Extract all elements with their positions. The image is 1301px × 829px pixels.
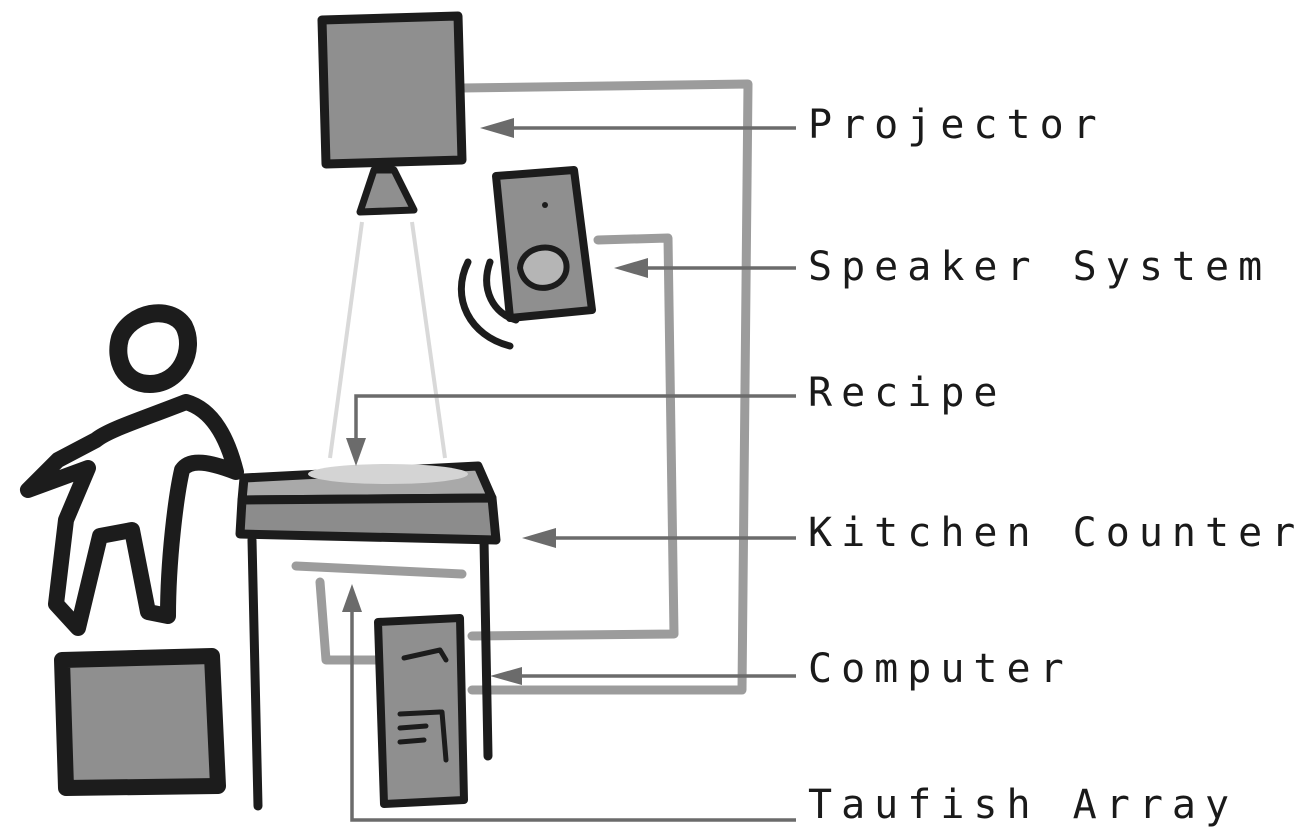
computer-arrowhead bbox=[490, 667, 522, 685]
speaker-icon bbox=[461, 170, 592, 346]
taufish-bar bbox=[296, 566, 462, 574]
taufish-array-label: Taufish Array bbox=[808, 782, 1238, 828]
computer-icon bbox=[378, 618, 464, 804]
projector-icon bbox=[322, 16, 462, 212]
speaker-arrowhead bbox=[614, 258, 648, 278]
projector-label: Projector bbox=[808, 102, 1106, 148]
labels: Projector Speaker System Recipe Kitchen … bbox=[808, 102, 1301, 828]
person-icon bbox=[28, 313, 236, 628]
taufish-array-arrowhead bbox=[342, 584, 362, 612]
projection-beams bbox=[330, 222, 445, 458]
speaker-system-label: Speaker System bbox=[808, 244, 1271, 290]
kitchen-counter-label: Kitchen Counter bbox=[808, 510, 1301, 556]
recipe-projection bbox=[308, 464, 468, 484]
projector-arrowhead bbox=[480, 118, 514, 138]
recipe-arrowhead bbox=[346, 438, 366, 466]
stool-icon bbox=[62, 656, 218, 788]
computer-label: Computer bbox=[808, 646, 1073, 692]
recipe-label: Recipe bbox=[808, 370, 1007, 416]
recipe-pointer bbox=[356, 396, 796, 440]
kitchen-counter-arrowhead bbox=[522, 528, 556, 548]
